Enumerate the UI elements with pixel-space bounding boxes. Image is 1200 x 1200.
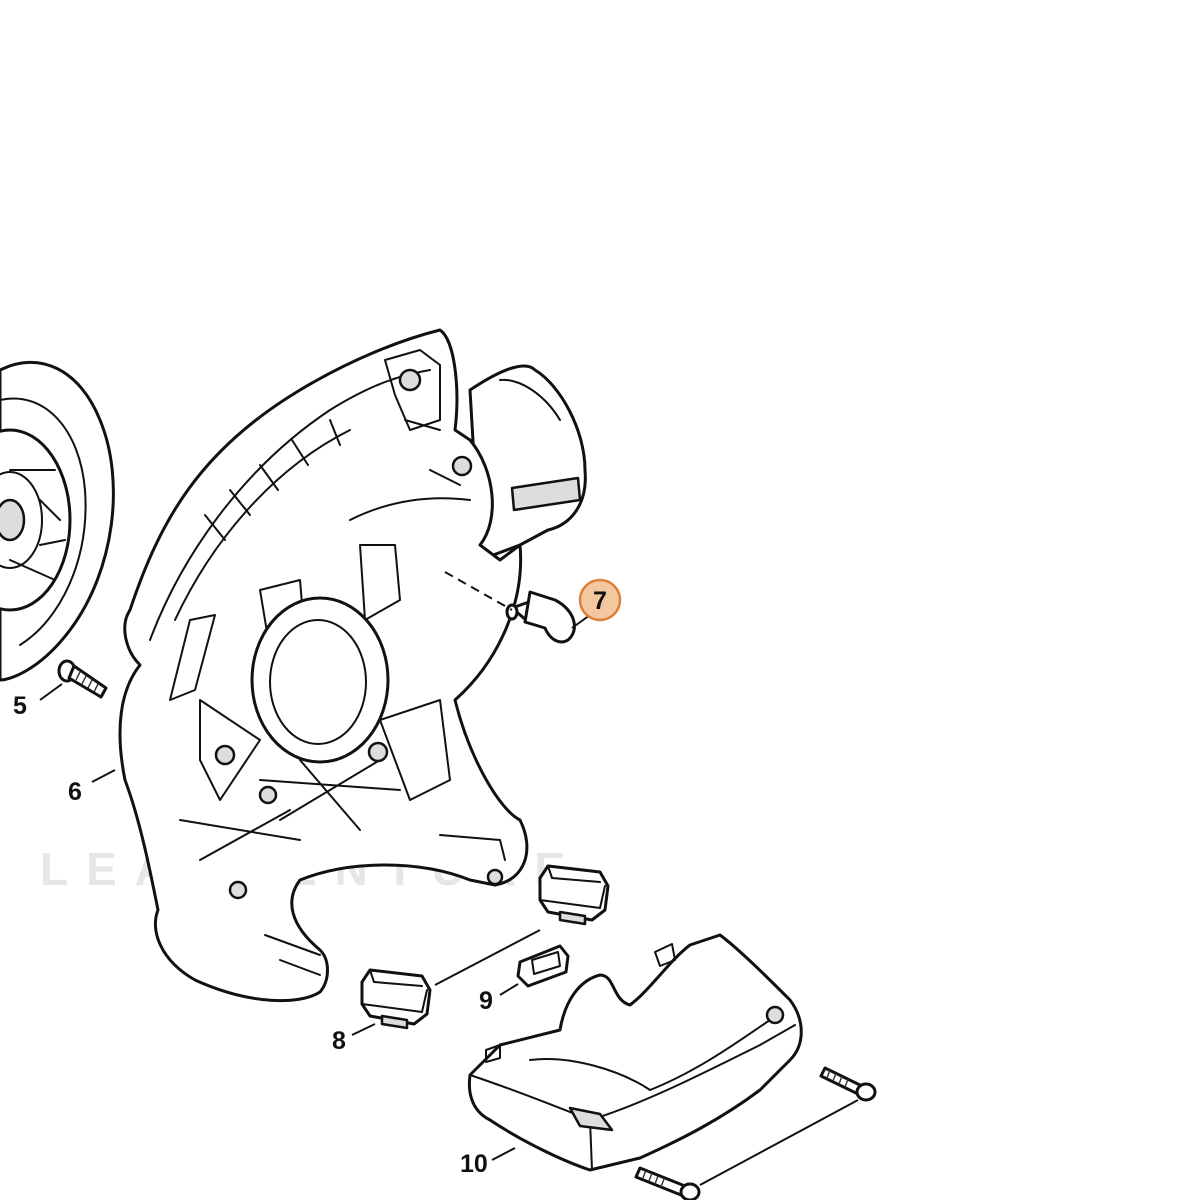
- callout-highlight-circle-7: [578, 578, 622, 622]
- leader-line-9: [499, 983, 519, 996]
- leader-line-8: [351, 1023, 376, 1036]
- callout-label-8: 8: [332, 1027, 346, 1055]
- rubber-block-upper: [538, 864, 610, 926]
- leader-line-7: [571, 614, 591, 629]
- assembly-line-part-7: [444, 571, 513, 611]
- callout-6[interactable]: 6: [68, 778, 82, 806]
- callout-label-9: 9: [479, 987, 493, 1015]
- rubber-block-lower: [360, 968, 432, 1030]
- assembly-line-bolt-upper: [699, 1099, 859, 1186]
- clip-part-9: [516, 944, 570, 988]
- fan-wheel: [0, 360, 115, 682]
- leader-line-6: [91, 769, 116, 783]
- callout-10[interactable]: 10: [460, 1150, 488, 1178]
- screw-part-5: [57, 659, 108, 699]
- lever-part-7: [505, 590, 576, 644]
- callout-label-6: 6: [68, 778, 82, 806]
- bolt-lower: [634, 1166, 701, 1200]
- bolt-upper: [819, 1066, 877, 1102]
- callout-8[interactable]: 8: [332, 1027, 346, 1055]
- callout-9[interactable]: 9: [479, 987, 493, 1015]
- callout-label-5: 5: [13, 692, 27, 720]
- callout-label-10: 10: [460, 1150, 488, 1178]
- assembly-line-blocks: [434, 929, 541, 986]
- leader-line-10: [491, 1147, 516, 1161]
- blower-housing: [118, 328, 587, 1003]
- callout-label-7: 7: [593, 587, 607, 615]
- callout-5[interactable]: 5: [13, 692, 27, 720]
- leader-line-5: [39, 683, 63, 701]
- callout-7[interactable]: 7: [578, 578, 622, 622]
- base-part-10: [467, 933, 803, 1172]
